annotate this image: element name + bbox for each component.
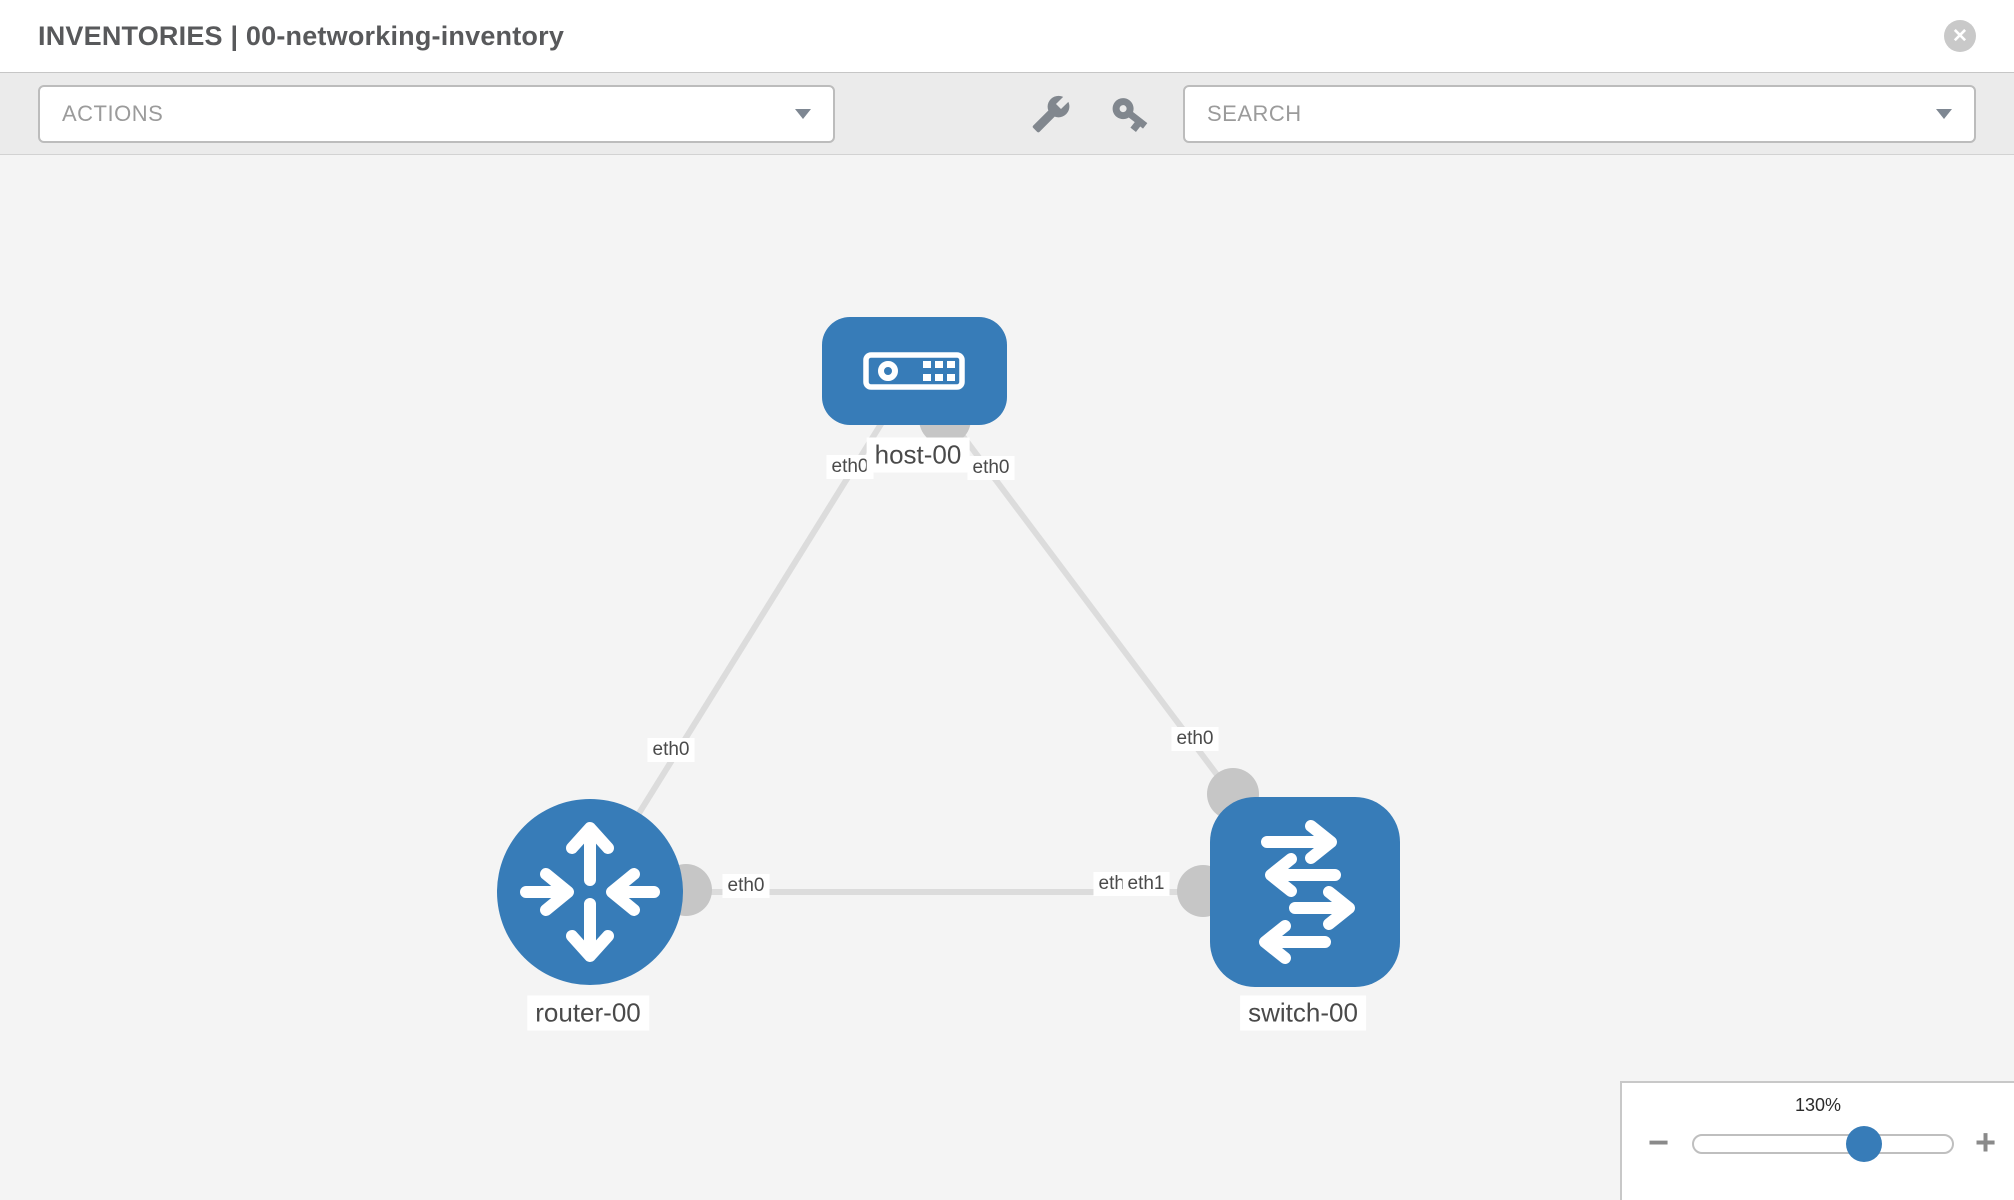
- node-label: router-00: [527, 995, 649, 1031]
- zoom-panel: 130% − +: [1620, 1081, 2014, 1200]
- actions-dropdown[interactable]: ACTIONS: [38, 84, 835, 143]
- iface-label: eth0: [722, 874, 770, 898]
- topology-svg: [497, 317, 1400, 987]
- node-host-00[interactable]: [822, 317, 1007, 425]
- iface-label: eth1: [1122, 872, 1170, 896]
- zoom-in-button[interactable]: +: [1974, 1121, 1996, 1163]
- search-dropdown[interactable]: SEARCH: [1183, 84, 1976, 143]
- router-icon: [520, 822, 660, 962]
- iface-label: eth0: [826, 455, 874, 479]
- switch-icon: [1259, 820, 1355, 964]
- zoom-slider[interactable]: [1692, 1126, 1954, 1162]
- zoom-out-button[interactable]: −: [1648, 1121, 1670, 1163]
- node-router-00[interactable]: [497, 799, 683, 985]
- iface-label: eth0: [1171, 727, 1219, 751]
- zoom-slider-knob[interactable]: [1846, 1126, 1882, 1162]
- host-icon: [863, 352, 965, 390]
- zoom-controls: − +: [1622, 1124, 2014, 1164]
- actions-dropdown-label: ACTIONS: [62, 100, 164, 126]
- chevron-down-icon: [795, 108, 811, 119]
- key-icon[interactable]: [1109, 93, 1151, 135]
- node-label: host-00: [866, 437, 970, 473]
- wrench-icon[interactable]: [1031, 94, 1071, 134]
- node-label: switch-00: [1240, 995, 1366, 1031]
- close-icon[interactable]: ✕: [1944, 20, 1976, 52]
- zoom-level: 130%: [1794, 1095, 1842, 1115]
- chevron-down-icon: [1936, 108, 1952, 119]
- iface-label: eth0: [647, 738, 695, 762]
- toolbar: ACTIONS SEARCH: [0, 72, 2014, 155]
- node-switch-00[interactable]: [1210, 797, 1400, 987]
- page-title: INVENTORIES | 00-networking-inventory: [38, 20, 565, 51]
- iface-label: eth0: [967, 456, 1015, 480]
- toolbar-icons: [1031, 93, 1151, 135]
- modal-header: INVENTORIES | 00-networking-inventory ✕: [0, 0, 2014, 72]
- search-dropdown-label: SEARCH: [1207, 100, 1302, 126]
